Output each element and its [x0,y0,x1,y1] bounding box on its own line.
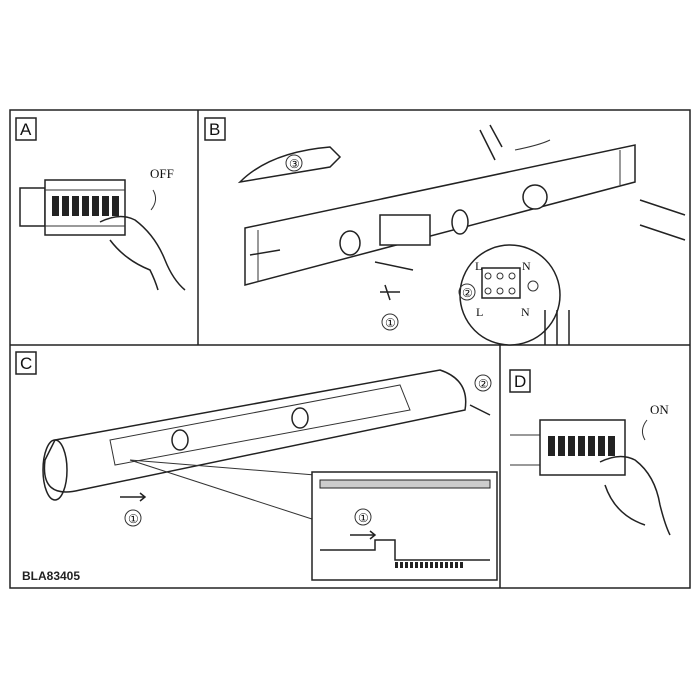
earth-icon [527,280,539,292]
breaker-box [539,419,626,476]
panel-a: A OFF [15,117,186,291]
panel-label-box [15,351,37,375]
panel-label-box [509,369,531,393]
panel-label: D [514,372,526,391]
step-push: ② [478,377,489,391]
step-slide: ① [128,512,139,526]
arrow-icon [350,530,377,540]
switch-on-text: ON [650,402,669,417]
wire-n: N [521,305,530,319]
arrow-icon [120,492,147,502]
tube-end [42,439,68,501]
step-bulb: ③ [289,157,300,171]
lamp-holder [522,184,548,210]
step-circle [285,154,303,172]
panel-c: C ② ① ① BLA83405 [15,351,498,583]
arrow-icon [469,404,491,416]
arrow-icon [150,189,157,211]
detail-step: ① [358,511,369,525]
screw-icon [479,124,503,161]
panel-label: B [209,120,220,139]
panel-b: B ③ ① L N L N ② [204,117,686,346]
step-screws: ① [385,316,396,330]
breaker-box [19,179,126,236]
panel-label: C [20,354,32,373]
terminal-block [379,214,431,246]
arrow-icon [641,419,648,441]
terminal-l: L [475,259,482,273]
hand-icon [99,215,186,291]
terminal-n: N [522,259,531,273]
bracket-inside [109,384,411,466]
step-wiring: ② [462,286,473,300]
screws [249,199,686,271]
detail-inset [311,471,498,581]
outer-frame [9,109,691,589]
panel-label: A [20,120,32,139]
model-code: BLA83405 [22,569,80,583]
lamp-holder [339,230,361,256]
lamp-holder [451,209,469,235]
candle-bulb-icon [237,146,342,184]
panel-d: D ON [509,369,671,536]
panel-label-box [204,117,226,141]
wall-plug-icon [380,284,400,301]
switch-off-text: OFF [150,166,174,181]
hand-icon [599,455,671,536]
arrow-icon [514,139,551,151]
wires [544,310,570,345]
panel-label-box [15,117,37,141]
terminal-connector [481,267,521,299]
wire-l: L [476,305,483,319]
